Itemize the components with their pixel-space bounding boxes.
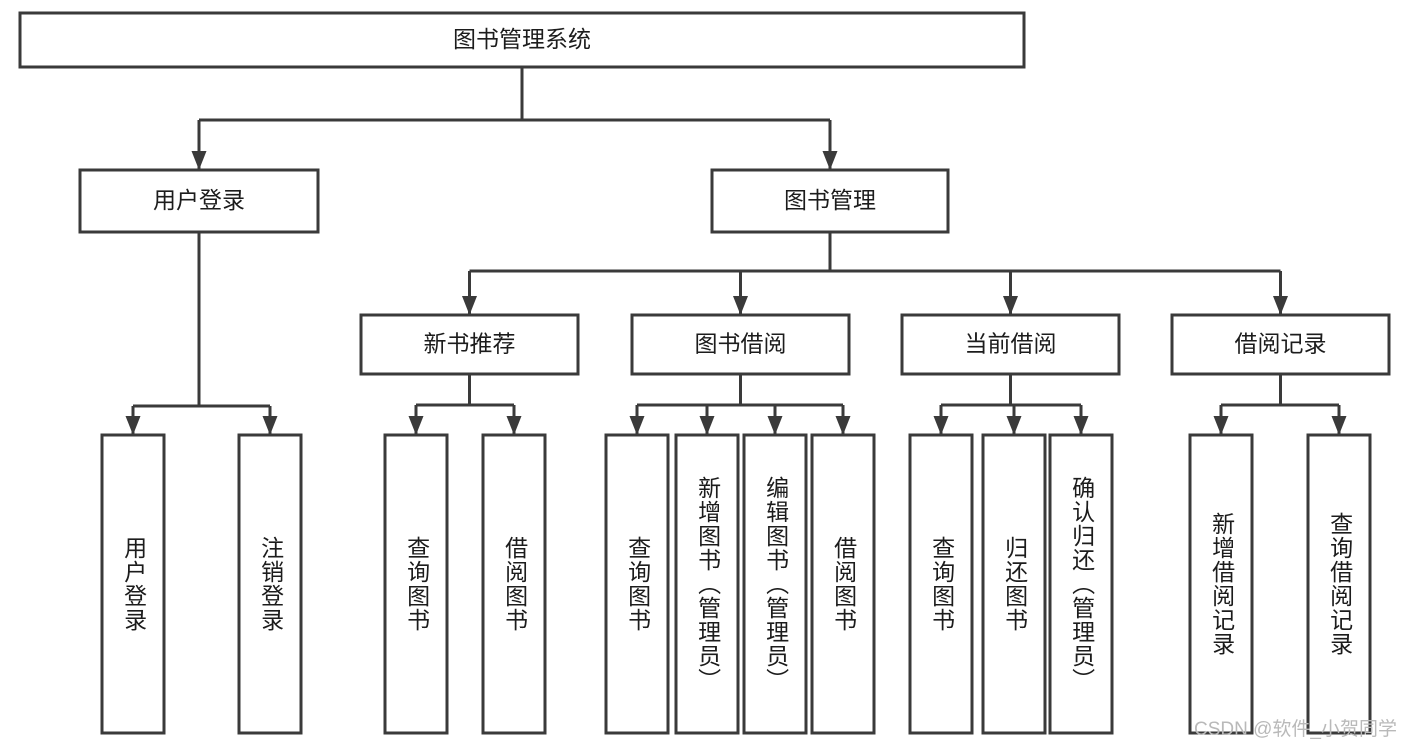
node-box-new-book-recommend <box>359 313 580 376</box>
node-leaf-user-login[interactable] <box>100 433 166 735</box>
node-box-leaf-user-login <box>100 433 166 735</box>
arrow-head-icon <box>1073 416 1089 435</box>
connectors-layer <box>125 67 1347 435</box>
node-label-user-login: 用户登录 <box>153 187 245 213</box>
node-leaf-query-record[interactable] <box>1306 433 1372 735</box>
arrow-head-icon <box>767 416 783 435</box>
arrow-head-icon <box>733 296 748 315</box>
node-label-current-borrow: 当前借阅 <box>965 331 1057 357</box>
node-label-book-manage: 图书管理 <box>784 187 876 213</box>
node-box-leaf-query-record <box>1306 433 1372 735</box>
node-box-leaf-user-logout <box>237 433 303 735</box>
node-box-book-manage <box>710 168 950 234</box>
node-borrow-record[interactable]: 借阅记录 <box>1170 313 1391 376</box>
node-box-leaf-borrow-book-rec <box>481 433 547 735</box>
node-user-login[interactable]: 用户登录 <box>78 168 320 234</box>
arrow-head-icon <box>1331 416 1347 435</box>
node-box-user-login <box>78 168 320 234</box>
node-box-root <box>18 11 1026 69</box>
arrow-head-icon <box>1003 296 1018 315</box>
arrow-head-icon <box>125 416 141 435</box>
arrow-head-icon <box>822 151 838 170</box>
node-leaf-query-book-rec[interactable] <box>383 433 449 735</box>
node-box-leaf-query-book-cur <box>908 433 974 735</box>
node-leaf-edit-book[interactable] <box>742 433 808 735</box>
node-label-borrow-record: 借阅记录 <box>1235 331 1327 357</box>
node-box-leaf-query-book-rec <box>383 433 449 735</box>
arrow-head-icon <box>699 416 715 435</box>
arrow-head-icon <box>262 416 278 435</box>
arrow-head-icon <box>191 151 207 170</box>
arrow-head-icon <box>1213 416 1229 435</box>
arrow-head-icon <box>462 296 477 315</box>
node-leaf-user-logout[interactable] <box>237 433 303 735</box>
node-box-book-borrow <box>630 313 851 376</box>
node-box-leaf-add-record <box>1188 433 1254 735</box>
arrow-head-icon <box>933 416 949 435</box>
node-new-book-recommend[interactable]: 新书推荐 <box>359 313 580 376</box>
node-root[interactable]: 图书管理系统 <box>18 11 1026 69</box>
node-box-leaf-return-book <box>981 433 1047 735</box>
node-label-root: 图书管理系统 <box>453 26 591 52</box>
node-box-leaf-confirm-return <box>1048 433 1114 735</box>
node-current-borrow[interactable]: 当前借阅 <box>900 313 1121 376</box>
node-box-current-borrow <box>900 313 1121 376</box>
node-leaf-query-book-brw[interactable] <box>604 433 670 735</box>
node-box-leaf-query-book-brw <box>604 433 670 735</box>
node-box-leaf-borrow-book-brw <box>810 433 876 735</box>
node-book-manage[interactable]: 图书管理 <box>710 168 950 234</box>
node-leaf-borrow-book-rec[interactable] <box>481 433 547 735</box>
node-leaf-borrow-book-brw[interactable] <box>810 433 876 735</box>
node-label-book-borrow: 图书借阅 <box>695 331 787 357</box>
node-leaf-query-book-cur[interactable] <box>908 433 974 735</box>
node-label-new-book-recommend: 新书推荐 <box>424 331 516 357</box>
node-box-borrow-record <box>1170 313 1391 376</box>
node-box-leaf-add-book <box>674 433 740 735</box>
node-leaf-add-book[interactable] <box>674 433 740 735</box>
node-box-leaf-edit-book <box>742 433 808 735</box>
arrow-head-icon <box>408 416 424 435</box>
node-leaf-confirm-return[interactable] <box>1048 433 1114 735</box>
watermark-text: CSDN @软件_小贺同学 <box>1194 719 1397 740</box>
node-book-borrow[interactable]: 图书借阅 <box>630 313 851 376</box>
arrow-head-icon <box>835 416 851 435</box>
arrow-head-icon <box>1006 416 1022 435</box>
node-leaf-return-book[interactable] <box>981 433 1047 735</box>
node-leaf-add-record[interactable] <box>1188 433 1254 735</box>
arrow-head-icon <box>629 416 645 435</box>
arrow-head-icon <box>1273 296 1288 315</box>
arrow-head-icon <box>506 416 522 435</box>
